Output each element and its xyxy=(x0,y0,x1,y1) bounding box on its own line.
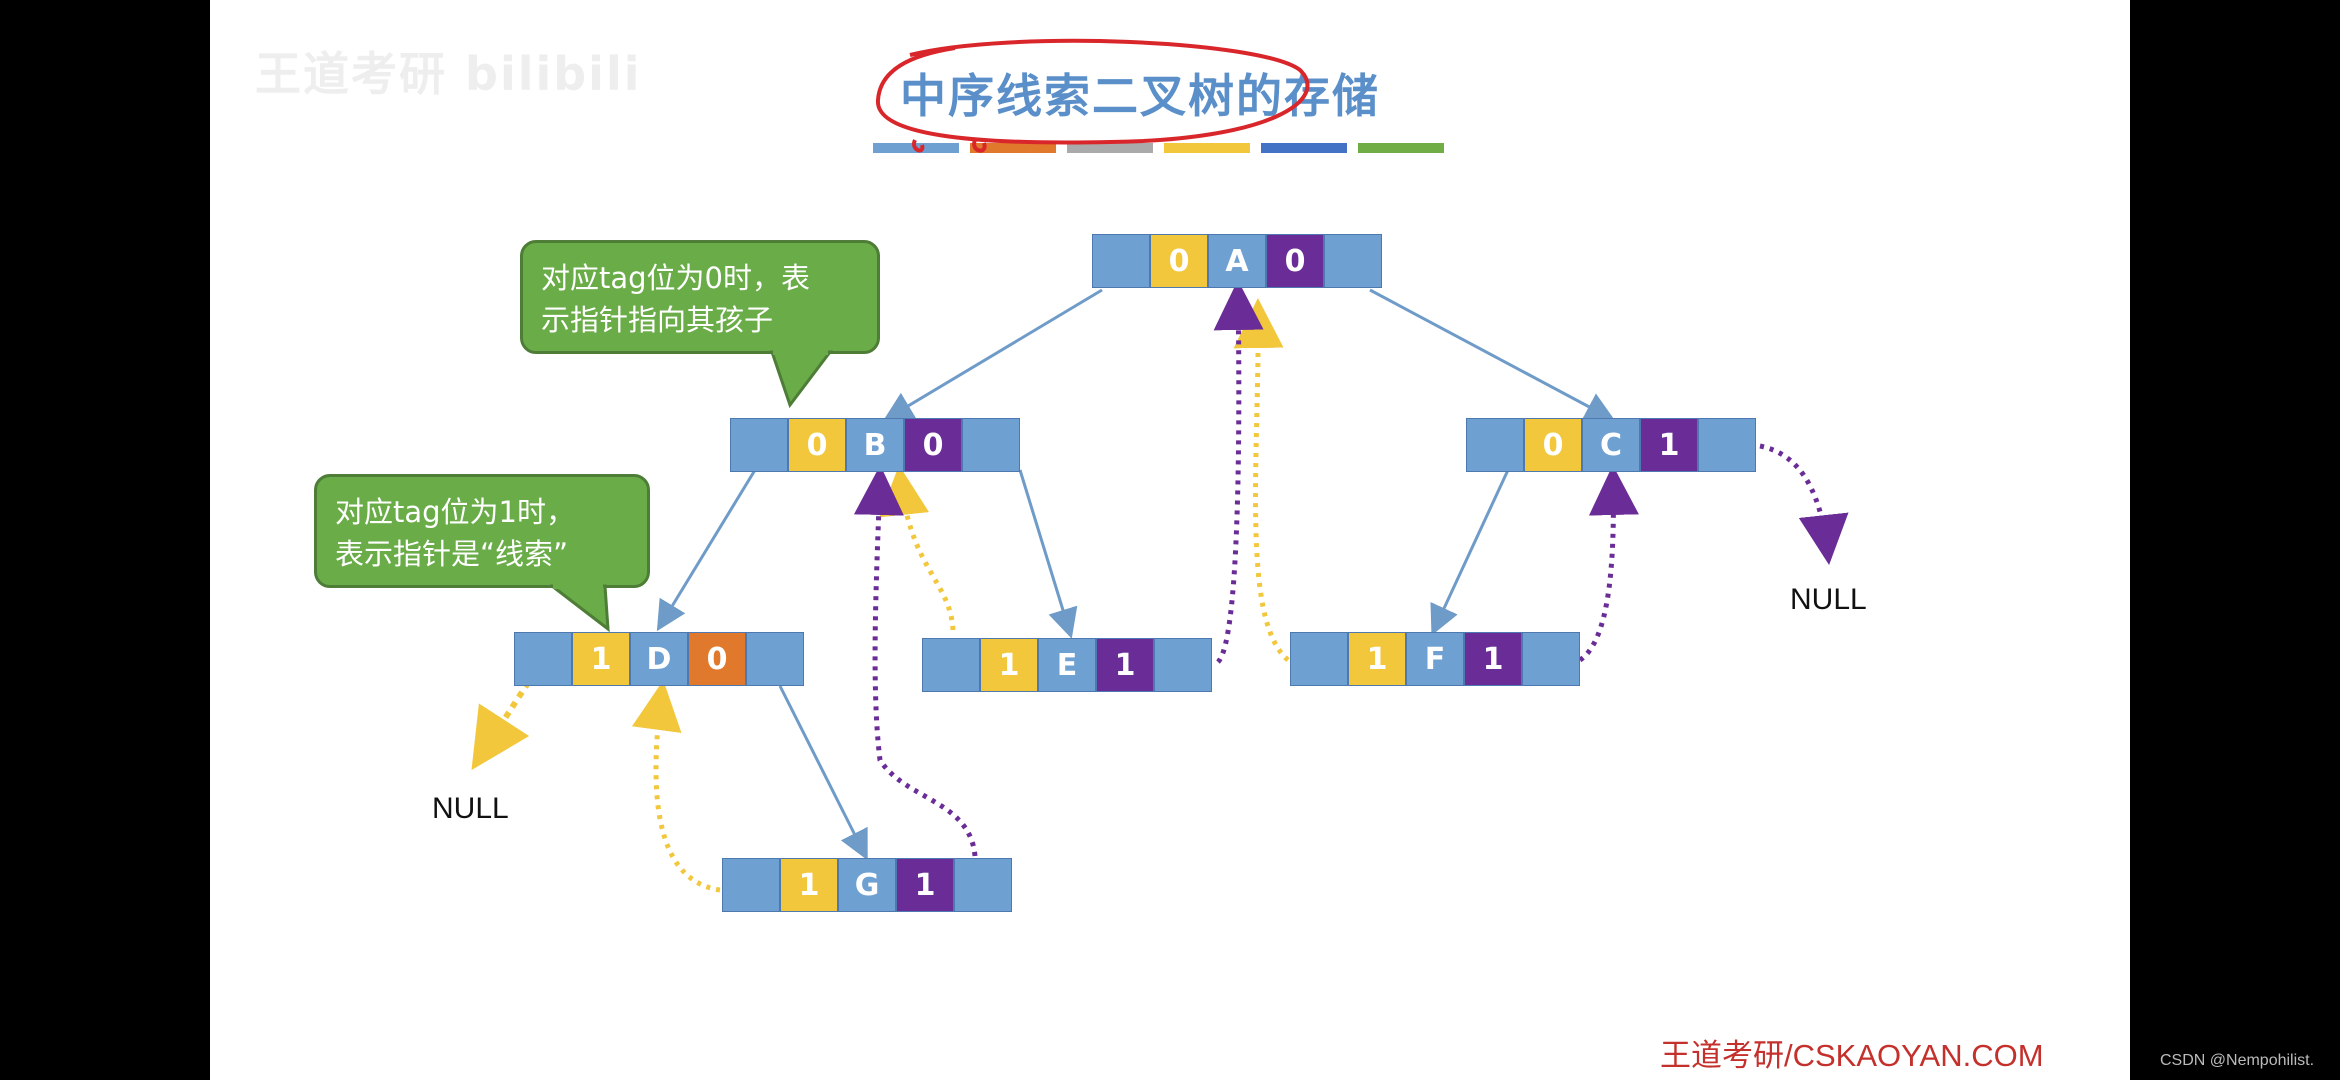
null-label: NULL xyxy=(432,792,509,825)
tree-node-d: 1 D 0 xyxy=(514,632,804,686)
ltag-cell: 1 xyxy=(572,632,630,686)
thread-g-right-b xyxy=(853,465,978,857)
tree-node-f: 1 F 1 xyxy=(1290,632,1580,686)
edge-a-b xyxy=(882,288,1103,422)
bubble-text-line: 对应tag位为0时，表 xyxy=(541,261,811,295)
lchild-pointer xyxy=(922,638,980,692)
edge-c-f xyxy=(1430,469,1510,636)
thread-e-left-b xyxy=(879,465,956,631)
lchild-pointer xyxy=(1466,418,1524,472)
rchild-pointer xyxy=(1522,632,1580,686)
rtag-cell: 0 xyxy=(688,632,746,686)
title-bar-segment xyxy=(1067,143,1153,153)
lchild-pointer xyxy=(514,632,572,686)
tree-node-e: 1 E 1 xyxy=(922,638,1212,692)
slide: 王道考研 bilibili 中序线索二叉树的存储 xyxy=(210,0,2130,1080)
rchild-pointer xyxy=(954,858,1012,912)
ltag-cell: 0 xyxy=(1150,234,1208,288)
thread-g-left-d xyxy=(631,680,721,893)
lchild-pointer xyxy=(1290,632,1348,686)
data-cell: G xyxy=(838,858,896,912)
edge-a-c xyxy=(1369,288,1616,421)
annotation-mark xyxy=(972,139,987,153)
data-cell: B xyxy=(846,418,904,472)
title-bar-segment xyxy=(1358,143,1444,153)
ltag-cell: 1 xyxy=(980,638,1038,692)
lchild-pointer xyxy=(730,418,788,472)
title-bar-segment xyxy=(1261,143,1347,153)
tree-node-g: 1 G 1 xyxy=(722,858,1012,912)
speech-bubble-tail xyxy=(550,584,610,633)
lchild-pointer xyxy=(1092,234,1150,288)
page-title: 中序线索二叉树的存储 xyxy=(900,69,1380,123)
speech-bubble-tail xyxy=(770,350,834,409)
thread-c-right-null xyxy=(1759,443,1849,565)
ltag-cell: 1 xyxy=(1348,632,1406,686)
rchild-pointer xyxy=(746,632,804,686)
thread-e-right-a xyxy=(1213,280,1264,664)
bubble-text-line: 表示指针是“线索” xyxy=(335,537,569,571)
rtag-cell: 1 xyxy=(1096,638,1154,692)
ltag-cell: 0 xyxy=(788,418,846,472)
ltag-cell: 1 xyxy=(780,858,838,912)
bubble-text-line: 对应tag位为1时， xyxy=(335,495,576,529)
watermark: 王道考研 bilibili xyxy=(255,47,642,101)
title-bar-segment xyxy=(970,143,1056,153)
rtag-cell: 1 xyxy=(896,858,954,912)
thread-f-left-a xyxy=(1233,298,1290,662)
rchild-pointer xyxy=(962,418,1020,472)
rchild-pointer xyxy=(1698,418,1756,472)
tree-node-c: 0 C 1 xyxy=(1466,418,1756,472)
rtag-cell: 0 xyxy=(904,418,962,472)
annotation-circle xyxy=(875,38,1310,145)
ltag-cell: 0 xyxy=(1524,418,1582,472)
title-bar-segment xyxy=(1164,143,1250,153)
data-cell: C xyxy=(1582,418,1640,472)
null-label: NULL xyxy=(1790,583,1867,616)
rtag-cell: 0 xyxy=(1266,234,1324,288)
tree-node-b: 0 B 0 xyxy=(730,418,1020,472)
data-cell: D xyxy=(630,632,688,686)
speech-bubble-tag0: 对应tag位为0时，表 示指针指向其孩子 xyxy=(520,240,880,354)
rchild-pointer xyxy=(1154,638,1212,692)
data-cell: A xyxy=(1208,234,1266,288)
edge-d-g xyxy=(778,685,868,861)
edge-b-e xyxy=(1018,469,1078,639)
bubble-text-line: 示指针指向其孩子 xyxy=(541,303,774,337)
lchild-pointer xyxy=(722,858,780,912)
thread-f-right-c xyxy=(1578,465,1639,663)
diagram-lines xyxy=(471,38,1849,893)
data-cell: E xyxy=(1038,638,1096,692)
rtag-cell: 1 xyxy=(1640,418,1698,472)
data-cell: F xyxy=(1406,632,1464,686)
rchild-pointer xyxy=(1324,234,1382,288)
rtag-cell: 1 xyxy=(1464,632,1522,686)
edge-b-d xyxy=(656,469,757,632)
thread-d-left-null xyxy=(471,670,538,771)
tree-node-a: 0 A 0 xyxy=(1092,234,1382,288)
speech-bubble-tag1: 对应tag位为1时， 表示指针是“线索” xyxy=(314,474,650,588)
csdn-watermark: CSDN @Nempohilist. xyxy=(2160,1052,2315,1069)
footer-brand: 王道考研/CSKAOYAN.COM xyxy=(1660,1038,2044,1073)
annotation-mark xyxy=(912,139,925,153)
